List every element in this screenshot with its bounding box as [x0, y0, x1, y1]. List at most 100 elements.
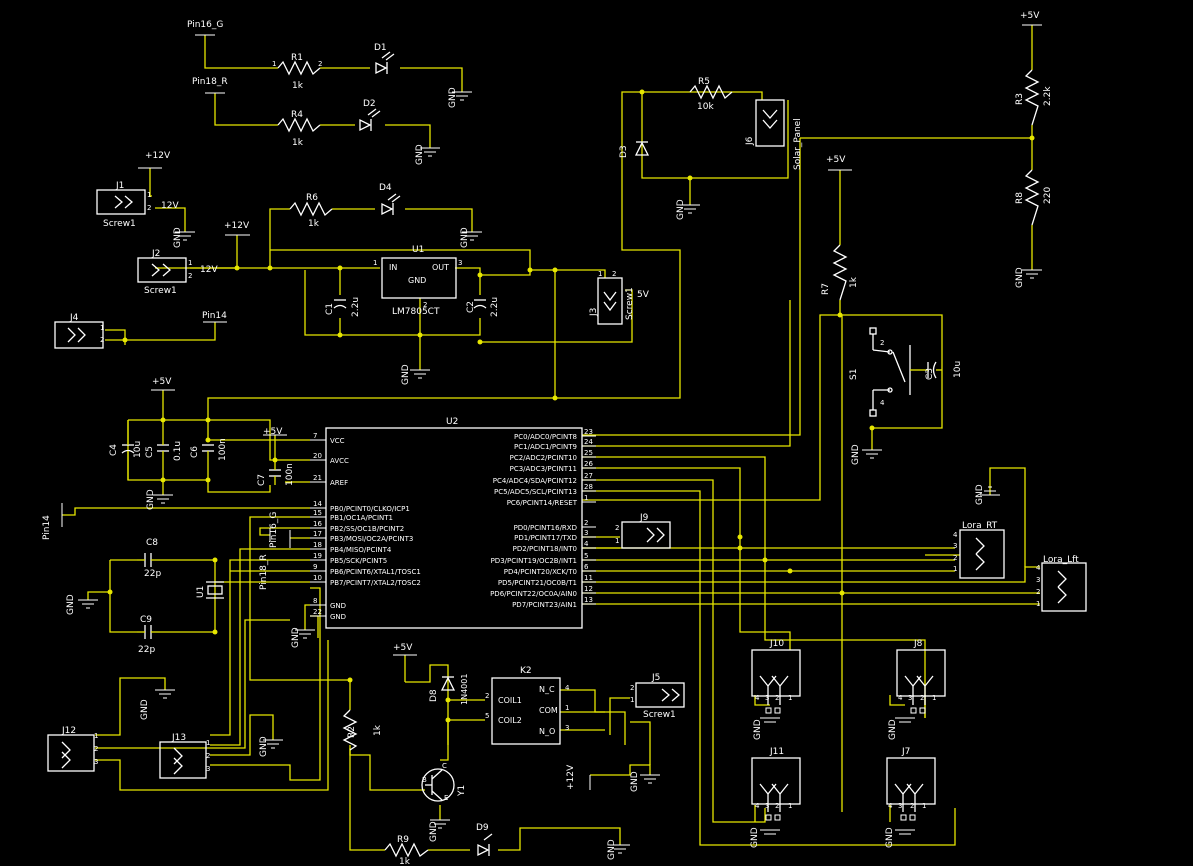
svg-text:1: 1 — [565, 704, 569, 712]
connector-j4: J4 12 — [54, 313, 104, 349]
mcu-right-pin-number: 6 — [584, 563, 589, 571]
svg-text:GND: GND — [429, 821, 439, 842]
mcu-right-pin-name: PC2/ADC2/PCINT10 — [510, 454, 577, 462]
diode-d8: D8 1N4001 — [429, 674, 469, 705]
svg-text:J2: J2 — [151, 249, 160, 259]
connector-j12: J12 123 — [47, 726, 98, 772]
mcu-right-pin-name: PC4/ADC4/SDA/PCINT12 — [493, 477, 577, 485]
svg-text:+12V: +12V — [145, 151, 171, 161]
svg-text:1N4001: 1N4001 — [460, 674, 469, 705]
svg-text:U1: U1 — [412, 245, 424, 255]
svg-text:R2: R2 — [347, 726, 357, 738]
svg-text:1k: 1k — [292, 81, 304, 91]
svg-text:R1: R1 — [291, 53, 303, 63]
svg-text:+12V: +12V — [566, 764, 576, 790]
svg-text:4: 4 — [888, 802, 893, 810]
svg-text:GND: GND — [750, 827, 760, 848]
svg-text:R3: R3 — [1015, 93, 1025, 105]
microcontroller-u2: U2 7VCC20AVCC21AREF14PB0/PCINT0/CLKO/ICP… — [310, 417, 596, 629]
svg-text:12V: 12V — [161, 201, 179, 211]
svg-text:GND: GND — [401, 364, 411, 385]
svg-text:Pin18_R: Pin18_R — [259, 554, 269, 590]
mcu-right-pin-number: 2 — [584, 519, 588, 527]
svg-text:C5: C5 — [145, 446, 155, 458]
resistor-r9: R9 1k — [384, 835, 429, 866]
mcu-left-pin-number: 17 — [313, 530, 322, 538]
transistor-q1: B C E Y1 — [421, 762, 467, 802]
mcu-right-pin-number: 5 — [584, 552, 588, 560]
svg-text:1: 1 — [932, 694, 936, 702]
svg-text:GND: GND — [146, 489, 156, 510]
mcu-right-pin-name: PD1/PCINT17/TXD — [514, 534, 577, 542]
mcu-right-pin-number: 27 — [584, 472, 593, 480]
svg-text:GND: GND — [885, 827, 895, 848]
led-d3: D3 — [619, 141, 650, 158]
svg-text:1: 1 — [630, 696, 634, 704]
svg-text:2: 2 — [775, 694, 779, 702]
mcu-right-pin-name: PC1/ADC1/PCINT9 — [514, 443, 577, 451]
svg-text:C4: C4 — [109, 444, 119, 456]
svg-text:2: 2 — [910, 802, 914, 810]
capacitor-c1: C1 2.2u — [325, 297, 361, 317]
svg-text:1k: 1k — [292, 138, 304, 148]
svg-text:J1: J1 — [115, 181, 124, 191]
svg-text:3: 3 — [898, 802, 902, 810]
svg-text:2.2u: 2.2u — [351, 297, 361, 317]
svg-text:S1: S1 — [849, 369, 859, 380]
svg-text:GND: GND — [291, 627, 301, 648]
mcu-right-pin-number: 1 — [584, 494, 588, 502]
junctions — [107, 89, 1035, 723]
svg-text:4: 4 — [755, 694, 760, 702]
mcu-left-pin-name: PB1/OC1A/PCINT1 — [330, 514, 393, 522]
svg-text:Pin14: Pin14 — [42, 515, 52, 540]
svg-text:+5V: +5V — [826, 155, 846, 165]
svg-text:2.2k: 2.2k — [1043, 86, 1053, 106]
svg-text:22p: 22p — [138, 645, 155, 655]
resistor-r3: R3 2.2k — [1015, 69, 1053, 126]
svg-text:220: 220 — [1043, 187, 1053, 204]
svg-text:COIL2: COIL2 — [498, 716, 522, 725]
svg-text:U1: U1 — [196, 586, 206, 598]
svg-text:N_C: N_C — [539, 685, 555, 694]
svg-text:GND: GND — [415, 144, 425, 165]
svg-text:C: C — [442, 762, 447, 770]
svg-text:+5V: +5V — [263, 427, 283, 437]
resistor-r5: R5 10k — [689, 77, 733, 112]
mcu-left-pin-number: 7 — [313, 432, 317, 440]
svg-text:GND: GND — [1015, 267, 1025, 288]
relay-k2: K2 COIL1 COIL2 N_C COM N_O 25 413 — [485, 666, 570, 745]
svg-text:Pin14: Pin14 — [202, 311, 227, 321]
svg-text:C3: C3 — [925, 368, 935, 380]
svg-text:+5V: +5V — [393, 643, 413, 653]
mcu-right-pin-number: 12 — [584, 585, 593, 593]
svg-text:Screw1: Screw1 — [144, 286, 177, 296]
svg-text:2: 2 — [615, 524, 619, 532]
svg-text:C9: C9 — [140, 615, 152, 625]
svg-text:1: 1 — [922, 802, 926, 810]
resistor-r6: R6 1k — [289, 193, 333, 229]
svg-text:E: E — [444, 794, 448, 802]
svg-text:Screw1: Screw1 — [643, 710, 676, 720]
svg-text:1: 1 — [598, 270, 602, 278]
mcu-right-pin-name: PD4/PCINT20/XCK/T0 — [504, 568, 577, 576]
svg-text:2: 2 — [612, 270, 616, 278]
svg-text:2.2u: 2.2u — [490, 297, 500, 317]
svg-text:R5: R5 — [698, 77, 710, 87]
svg-text:12V: 12V — [200, 265, 218, 275]
resistor-r7: R7 1k — [821, 244, 859, 301]
svg-text:Solar_Panel: Solar_Panel — [793, 118, 803, 170]
led-d2: D2 — [359, 99, 381, 132]
capacitor-c4: C4 10u — [109, 420, 143, 480]
mcu-left-pin-name: PB5/SCK/PCINT5 — [330, 557, 387, 565]
capacitor-c2: C2 2.2u — [466, 297, 500, 317]
svg-text:1: 1 — [94, 732, 98, 740]
mcu-left-pin-name: AREF — [330, 479, 348, 487]
svg-text:4: 4 — [565, 684, 570, 692]
svg-text:COM: COM — [539, 706, 558, 715]
svg-text:3: 3 — [765, 802, 769, 810]
svg-text:Screw1: Screw1 — [625, 287, 635, 320]
svg-text:J7: J7 — [901, 747, 910, 757]
